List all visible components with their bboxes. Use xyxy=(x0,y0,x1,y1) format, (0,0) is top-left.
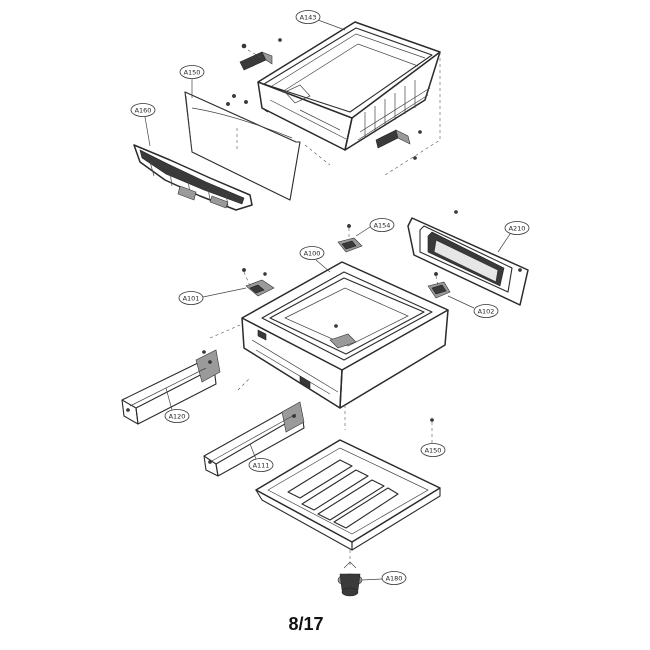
callout-a180: A180 xyxy=(361,571,407,585)
svg-text:A210: A210 xyxy=(509,225,526,233)
bottom-cover-panel xyxy=(255,418,441,568)
callout-a154: A154 xyxy=(355,218,395,237)
callout-a100: A100 xyxy=(299,246,331,273)
svg-text:A100: A100 xyxy=(304,250,321,258)
drawer-front-trim xyxy=(133,144,253,211)
drawer-base-pan xyxy=(209,261,449,430)
callout-a210: A210 xyxy=(497,221,530,253)
slide-rail-left xyxy=(121,349,221,425)
hinge-bracket-left xyxy=(242,268,275,297)
svg-text:A180: A180 xyxy=(386,575,403,583)
roller-assembly xyxy=(337,561,363,597)
callout-a143: A143 xyxy=(295,10,346,31)
svg-text:A101: A101 xyxy=(183,295,200,303)
crisper-drawer xyxy=(239,21,441,176)
back-panel xyxy=(407,210,529,306)
svg-text:A150: A150 xyxy=(425,447,442,455)
svg-text:A111: A111 xyxy=(253,462,270,470)
callout-a160: A160 xyxy=(130,103,156,147)
page-number: 8/17 xyxy=(288,614,323,634)
callout-a111: A111 xyxy=(248,443,274,472)
svg-text:A102: A102 xyxy=(478,308,495,316)
callout-a101: A101 xyxy=(178,287,247,305)
callout-a150: A150 xyxy=(420,443,446,457)
svg-text:A143: A143 xyxy=(300,14,317,22)
drawer-cover-panel xyxy=(184,91,301,201)
svg-text:A154: A154 xyxy=(374,222,391,230)
callout-a150-top: A150 xyxy=(179,65,205,98)
slide-rail-right xyxy=(203,401,305,477)
svg-text:A120: A120 xyxy=(169,413,186,421)
hinge-bracket-center xyxy=(337,224,363,253)
callout-a120: A120 xyxy=(164,387,190,423)
hinge-bracket-right xyxy=(427,272,451,299)
svg-text:A160: A160 xyxy=(135,107,152,115)
callout-a102: A102 xyxy=(447,295,499,318)
svg-text:A150: A150 xyxy=(184,69,201,77)
